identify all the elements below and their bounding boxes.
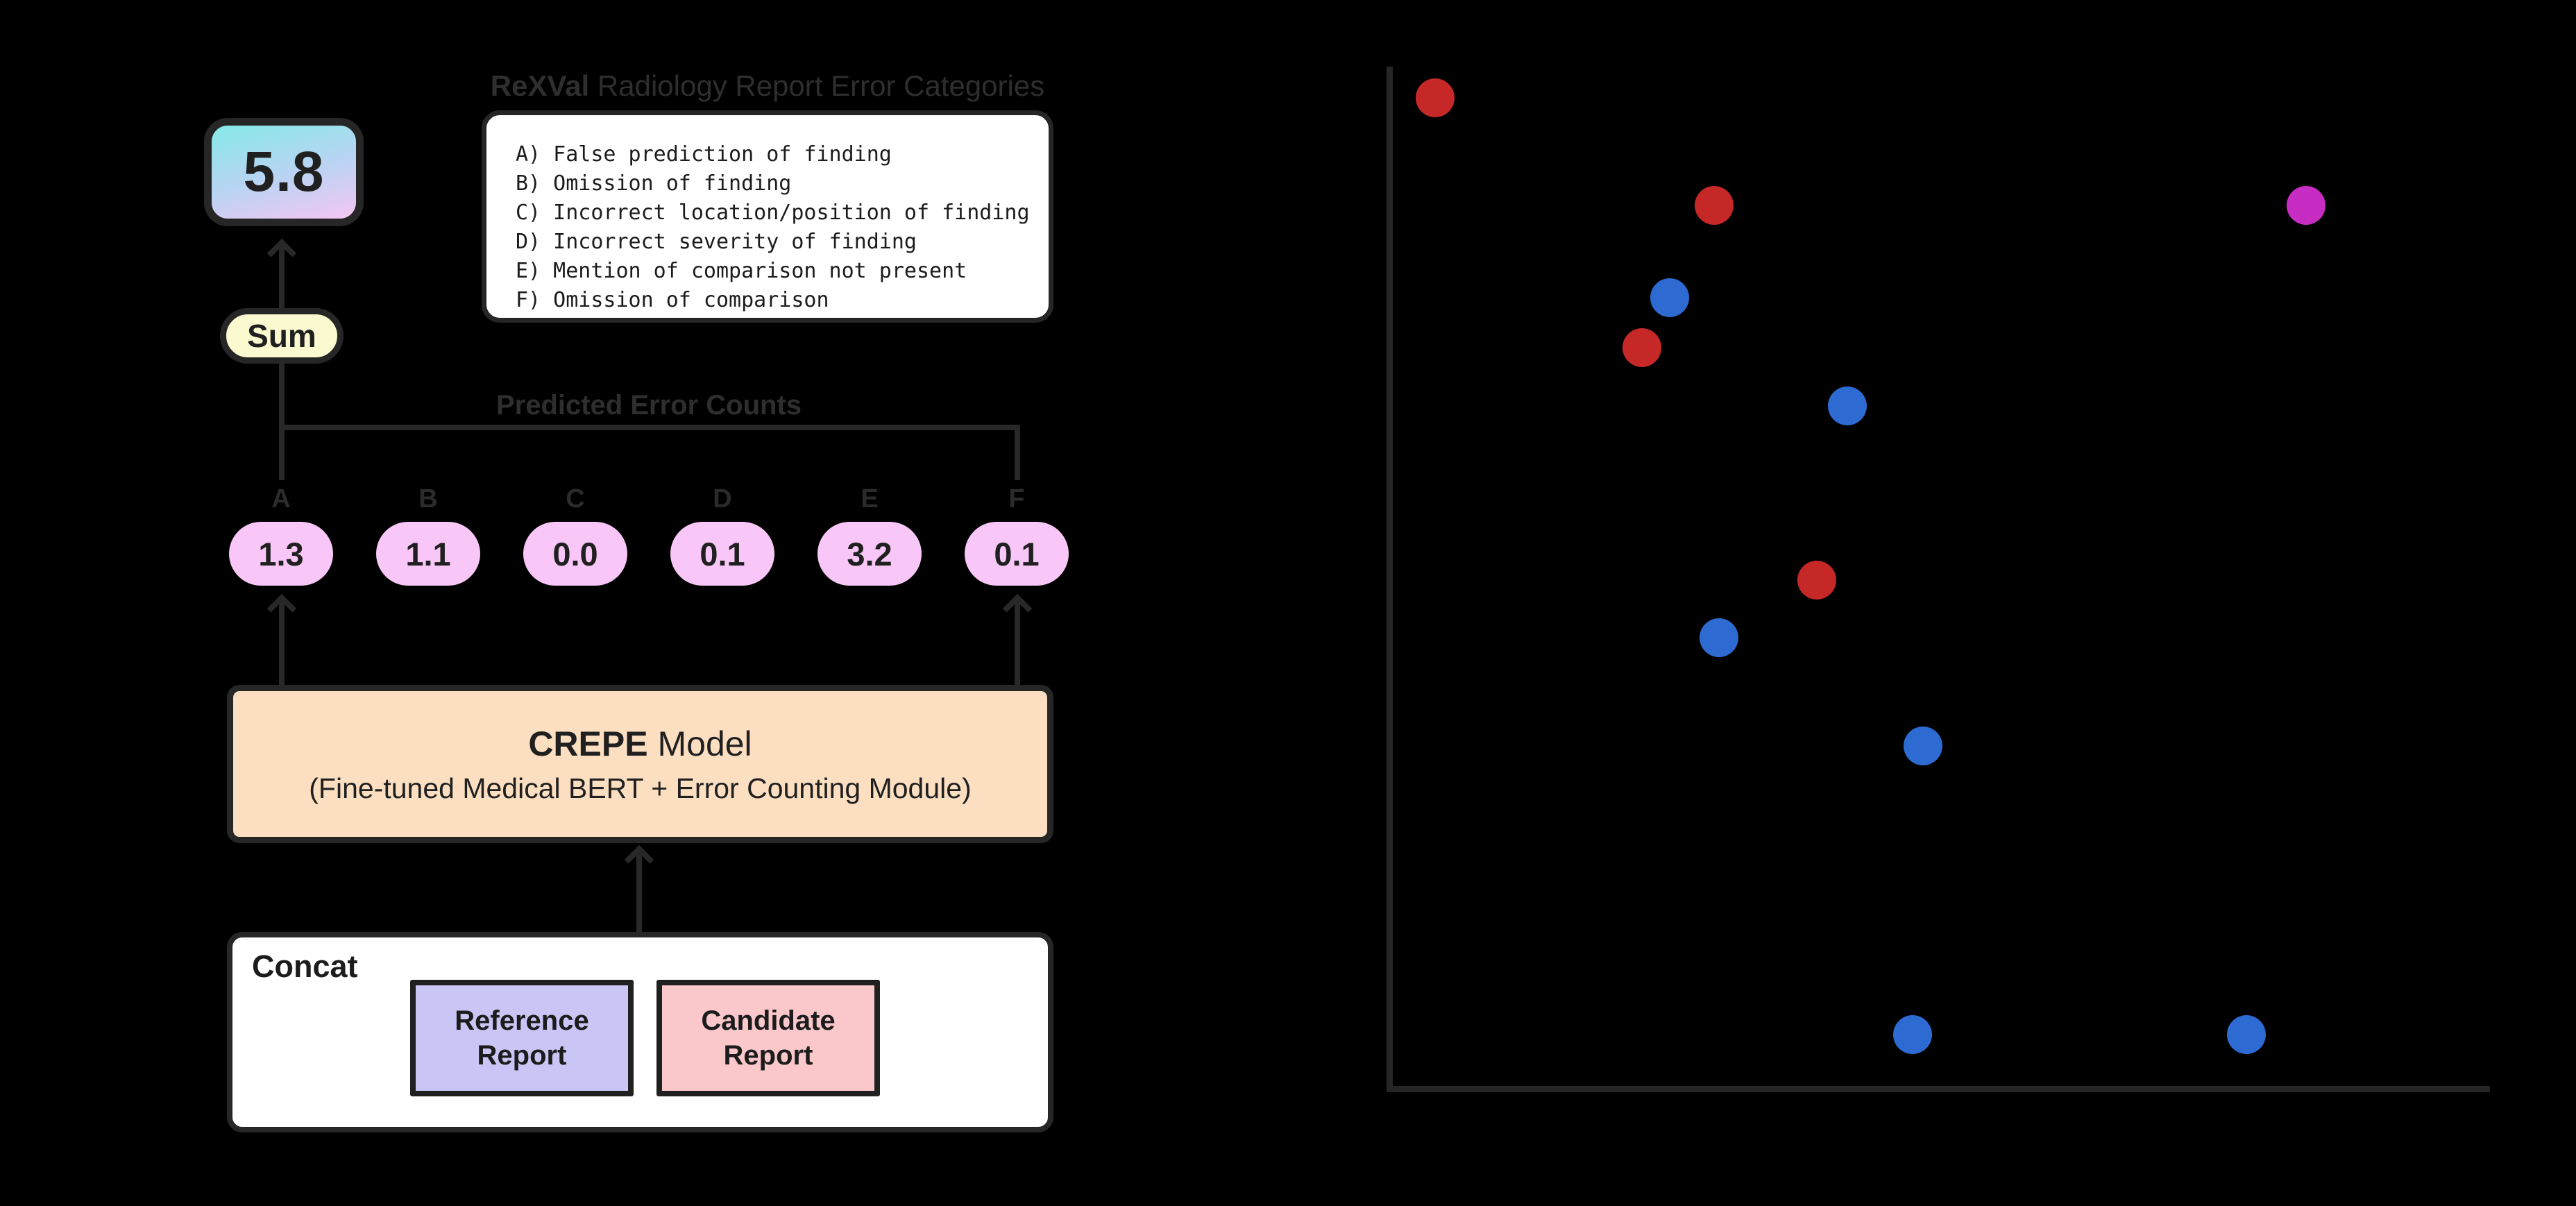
crepe-model-name-rest: Model [647,724,752,763]
concat-label: Concat [252,949,358,984]
predicted-counts-row: A 1.3 B 1.1 C 0.0 D 0.1 E 3.2 F 0.1 [229,482,1069,586]
count-value-d: 0.1 [700,535,745,572]
bracket-stem-line [279,364,285,427]
scatter-point-red-1 [1416,78,1455,118]
count-label-a: A [271,484,291,513]
rexval-title-rest: Radiology Report Error Categories [589,69,1045,102]
scatter-point-red-4 [1797,561,1836,600]
count-label-c: C [566,484,585,513]
error-category-item-b: B) Omission of finding [516,171,792,196]
scatter-point-magenta-1 [2286,185,2325,225]
count-column-e: E 3.2 [817,482,922,586]
error-category-item-f: F) Omission of comparison [516,288,829,312]
arrow-line-model-to-count-f [1015,602,1020,685]
count-value-a: 1.3 [258,535,304,572]
scatter-plot-axes [1387,67,2490,1092]
error-categories-panel: A) False prediction of finding B) Omissio… [482,110,1053,323]
crepe-model-box: CREPE Model (Fine-tuned Medical BERT + E… [227,685,1053,843]
count-pill-a: 1.3 [229,522,333,586]
scatter-point-red-2 [1695,185,1734,225]
sum-node: Sum [220,308,344,364]
final-score-value: 5.8 [243,140,325,203]
crepe-model-name-bold: CREPE [528,724,648,763]
concat-box: Concat Reference Report Candidate Report [227,932,1053,1132]
scatter-point-blue-5 [1892,1014,1932,1054]
count-value-c: 0.0 [552,535,598,572]
count-label-d: D [713,484,732,513]
rexval-title-bold: ReXVal [490,69,590,102]
scatter-point-blue-4 [1904,726,1943,765]
arrow-line-sum-to-score [279,247,285,309]
count-pill-d: 0.1 [670,522,774,586]
arrow-line-concat-to-model [636,853,642,932]
crepe-model-name: CREPE Model [528,724,752,764]
error-category-item-a: A) False prediction of finding [516,142,892,167]
scatter-point-blue-2 [1828,387,1867,426]
count-column-b: B 1.1 [376,482,480,586]
count-column-d: D 0.1 [670,482,774,586]
reference-report-box: Reference Report [410,980,634,1096]
scatter-point-blue-1 [1650,278,1689,318]
sum-label: Sum [247,318,316,354]
scatter-point-blue-3 [1699,618,1738,657]
scatter-point-red-3 [1622,328,1661,368]
count-value-f: 0.1 [994,535,1040,572]
rexval-categories-title: ReXVal Radiology Report Error Categories [482,69,1053,103]
count-value-b: 1.1 [405,535,451,572]
crepe-model-subtitle: (Fine-tuned Medical BERT + Error Countin… [309,772,972,804]
bracket-horizontal-line [279,425,1020,430]
predicted-counts-title: Predicted Error Counts [495,390,802,421]
candidate-report-box: Candidate Report [656,980,880,1096]
error-category-item-d: D) Incorrect severity of finding [516,230,917,254]
count-pill-c: 0.0 [523,522,627,586]
count-pill-e: 3.2 [817,522,922,586]
count-label-b: B [418,484,438,513]
bracket-right-stub [1015,425,1020,480]
count-label-e: E [861,484,879,513]
count-pill-b: 1.1 [376,522,480,586]
count-column-a: A 1.3 [229,482,333,586]
bracket-left-stub [279,425,285,480]
final-score-box: 5.8 [204,118,364,226]
count-pill-f: 0.1 [965,522,1069,586]
count-column-c: C 0.0 [523,482,627,586]
arrow-line-model-to-count-a [279,602,285,685]
error-category-item-c: C) Incorrect location/position of findin… [516,201,1030,225]
count-column-f: F 0.1 [965,482,1069,586]
error-category-item-e: E) Mention of comparison not present [516,259,967,283]
scatter-point-blue-6 [2227,1014,2266,1054]
count-value-e: 3.2 [847,535,892,572]
count-label-f: F [1008,484,1025,513]
